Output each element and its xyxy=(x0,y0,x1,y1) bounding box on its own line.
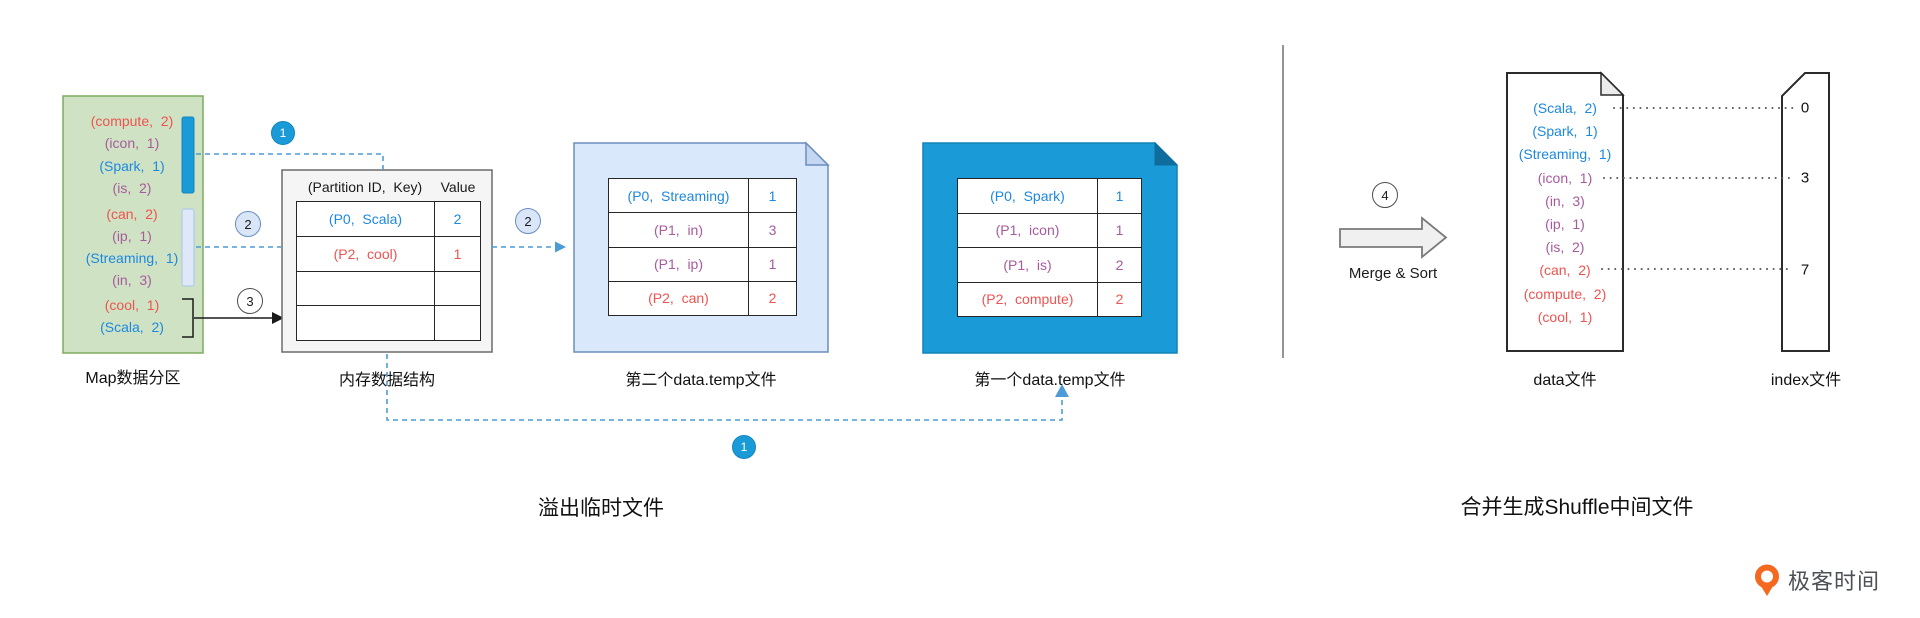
row-value: 3 xyxy=(768,221,777,238)
batch3-bracket xyxy=(182,298,194,338)
map-partition-box xyxy=(62,95,204,354)
table-row: (P1, is) 2 xyxy=(958,247,1141,282)
step1-dashed-connector xyxy=(196,153,384,170)
row-value: 1 xyxy=(768,256,777,273)
map-entry: (cool, 1) xyxy=(104,297,160,313)
row-key: (P0, Scala) xyxy=(297,202,435,236)
temp-file-1-table: (P0, Spark) 1 (P1, icon) 1 (P1, is) 2 (P… xyxy=(957,178,1142,317)
memory-table-key-header: (Partition ID, Key) xyxy=(307,179,423,195)
memory-table-value-header: Value xyxy=(440,179,476,195)
index-offset-0: 0 xyxy=(1800,99,1810,117)
row-key: (P1, is) xyxy=(958,248,1098,282)
index-offset-3: 3 xyxy=(1800,169,1810,187)
data-file-entries: (Scala, 2) (Spark, 1) (Streaming, 1) (ic… xyxy=(1507,97,1623,329)
geektime-logo-icon xyxy=(1755,564,1779,596)
row-value: 2 xyxy=(453,210,462,227)
map-entry: (is, 2) xyxy=(112,180,152,196)
data-entry: (Streaming, 1) xyxy=(1518,146,1612,163)
map-entry: (Streaming, 1) xyxy=(85,250,179,266)
step1-badge-bottom: 1 xyxy=(732,435,756,459)
row-key: (P2, cool) xyxy=(297,236,435,271)
step2-badge: 2 xyxy=(235,211,261,237)
row-value: 1 xyxy=(768,187,777,204)
geektime-logo-text: 极客时间 xyxy=(1788,569,1881,594)
table-row: (P0, Streaming) 1 xyxy=(609,179,796,213)
row-key: (P1, ip) xyxy=(609,247,749,281)
step1-badge: 1 xyxy=(271,121,295,145)
map-entry: (icon, 1) xyxy=(104,135,160,151)
data-entry: (in, 3) xyxy=(1545,192,1585,209)
row-value: 2 xyxy=(1115,256,1124,273)
table-row: (P1, icon) 1 xyxy=(958,212,1141,247)
spill-arrowhead-icon xyxy=(1055,384,1069,397)
caption-merge-shuffle-files: 合并生成Shuffle中间文件 xyxy=(1460,496,1694,519)
table-row: (P2, compute) 2 xyxy=(958,281,1141,316)
step2-arrowhead-icon xyxy=(555,241,566,253)
map-entry: (ip, 1) xyxy=(112,228,152,244)
memory-table: (P0, Scala) 2 (P2, cool) 1 xyxy=(296,201,481,341)
row-key: (P0, Spark) xyxy=(958,179,1098,213)
data-entry: (ip, 1) xyxy=(1545,215,1585,232)
step3-badge: 3 xyxy=(237,288,263,314)
temp-file-1-label: 第一个data.temp文件 xyxy=(974,372,1126,389)
caption-spill-temp-files: 溢出临时文件 xyxy=(538,497,664,520)
data-entry: (cool, 1) xyxy=(1537,308,1593,325)
memory-structure-label: 内存数据结构 xyxy=(338,372,436,389)
row-key: (P2, can) xyxy=(609,281,749,315)
table-row: (P0, Scala) 2 xyxy=(297,202,480,236)
row-key: (P1, in) xyxy=(609,213,749,247)
step4-badge: 4 xyxy=(1372,182,1398,208)
data-entry: (compute, 2) xyxy=(1523,285,1607,302)
table-row: (P2, can) 2 xyxy=(609,280,796,315)
data-file-fold-icon xyxy=(1600,71,1625,96)
index-file-label: index文件 xyxy=(1770,372,1842,389)
row-key: (P1, icon) xyxy=(958,213,1098,247)
row-key: (P0, Streaming) xyxy=(609,179,749,213)
data-entry: (can, 2) xyxy=(1539,262,1591,279)
data-entry: (Scala, 2) xyxy=(1533,100,1597,116)
merge-sort-block-arrow xyxy=(1339,216,1448,259)
row-value xyxy=(435,306,480,340)
row-value: 1 xyxy=(1115,222,1124,239)
map-partition-label: Map数据分区 xyxy=(85,370,181,387)
row-value xyxy=(435,272,480,306)
temp-file-2-fold-icon xyxy=(805,141,830,166)
batch1-highlight-bar xyxy=(181,116,195,194)
data-file-document xyxy=(1506,72,1624,352)
row-value: 2 xyxy=(768,290,777,307)
step3-arrowhead-icon xyxy=(272,312,284,324)
data-entry: (is, 2) xyxy=(1545,239,1585,256)
map-entry: (compute, 2) xyxy=(90,113,174,129)
temp-file-2-table: (P0, Streaming) 1 (P1, in) 3 (P1, ip) 1 … xyxy=(608,178,797,316)
row-value: 1 xyxy=(453,245,462,262)
row-key: (P2, compute) xyxy=(958,282,1098,316)
table-row: (P0, Spark) 1 xyxy=(958,179,1141,213)
row-key xyxy=(297,271,435,306)
table-row: (P1, in) 3 xyxy=(609,212,796,247)
map-entry: (in, 3) xyxy=(112,272,152,288)
map-entry: (can, 2) xyxy=(106,206,158,222)
data-entry: (icon, 1) xyxy=(1537,169,1593,186)
merge-sort-label: Merge & Sort xyxy=(1348,265,1438,282)
data-entry: (Spark, 1) xyxy=(1532,123,1598,140)
map-entry: (Spark, 1) xyxy=(99,158,165,174)
table-row: (P2, cool) 1 xyxy=(297,235,480,271)
data-file-label: data文件 xyxy=(1533,372,1597,389)
map-entry: (Scala, 2) xyxy=(100,319,164,335)
temp-file-1-fold-icon xyxy=(1154,141,1179,166)
row-key xyxy=(297,306,435,340)
step2-badge-right: 2 xyxy=(515,208,541,234)
table-row xyxy=(297,270,480,306)
table-row xyxy=(297,305,480,340)
batch2-highlight-bar xyxy=(181,208,195,287)
table-row: (P1, ip) 1 xyxy=(609,246,796,281)
row-value: 1 xyxy=(1115,187,1124,204)
temp-file-2-label: 第二个data.temp文件 xyxy=(625,372,777,389)
index-offset-7: 7 xyxy=(1800,261,1810,279)
geektime-logo: 极客时间 xyxy=(1752,563,1880,597)
map-partition-entries: (compute, 2) (icon, 1) (Spark, 1) (is, 2… xyxy=(63,0,201,618)
row-value: 2 xyxy=(1115,291,1124,308)
index-file-document xyxy=(1781,72,1830,352)
